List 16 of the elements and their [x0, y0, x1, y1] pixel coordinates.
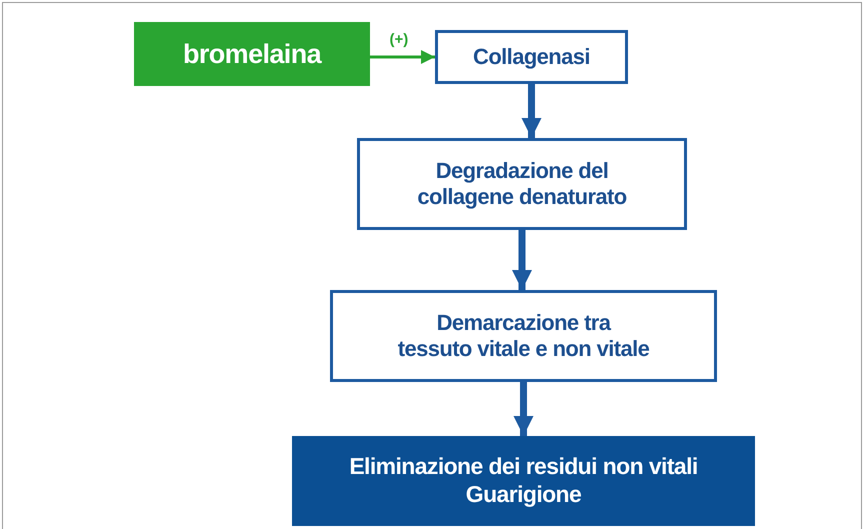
- arrow: [370, 50, 435, 64]
- node-label: Collagenasi: [473, 44, 590, 70]
- node-label: Eliminazione dei residui non vitali: [349, 453, 698, 481]
- edge-label: (+): [388, 31, 410, 48]
- arrow: [522, 84, 542, 138]
- process-box: [357, 138, 687, 230]
- arrow: [512, 230, 532, 290]
- node-sublabel: Guarigione: [466, 481, 582, 509]
- process-box: [330, 290, 717, 382]
- result-box: [292, 436, 755, 526]
- arrow: [514, 382, 534, 436]
- process-box: [435, 30, 628, 84]
- node-label: Degradazione del collagene denaturato: [416, 158, 628, 210]
- node-label: bromelaina: [182, 38, 322, 70]
- agent-box: [134, 22, 370, 86]
- node-label: Demarcazione tra tessuto vitale e non vitale: [396, 310, 650, 362]
